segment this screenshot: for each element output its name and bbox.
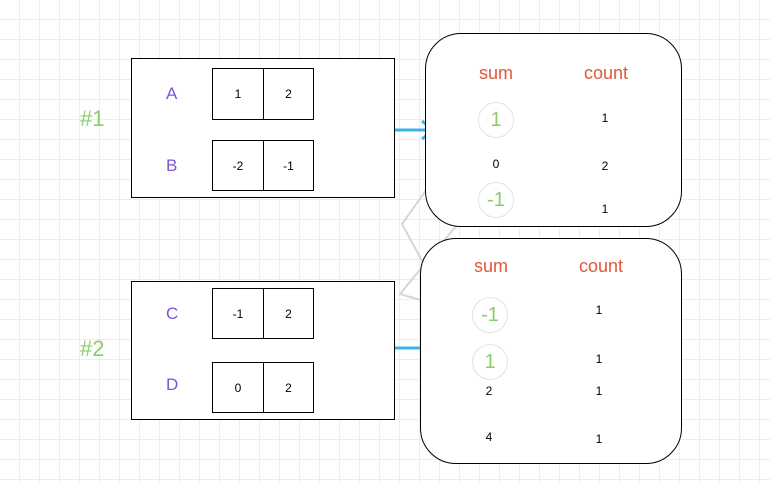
table-2-sum: 4 <box>485 430 493 444</box>
group-label-1: #1 <box>80 106 105 131</box>
group-label-2: #2 <box>80 336 105 361</box>
cell-c-2: 2 <box>263 288 314 339</box>
cell-d-2: 2 <box>263 362 314 413</box>
table-2-header-sum: sum <box>473 256 508 276</box>
cell-b-2: -1 <box>263 140 314 191</box>
table-1-count: 1 <box>601 111 609 125</box>
row-label-d: D <box>166 375 179 394</box>
result-table-1 <box>425 33 682 227</box>
result-table-2 <box>420 238 682 464</box>
table-2-count: 1 <box>595 352 603 366</box>
table-1-header-count: count <box>583 63 629 83</box>
table-1-count: 1 <box>601 202 609 216</box>
table-1-sum-circle: -1 <box>478 182 514 218</box>
table-1-sum-circle: 1 <box>478 102 514 138</box>
table-1-count: 2 <box>601 159 609 173</box>
table-2-count: 1 <box>595 303 603 317</box>
cell-a-1: 1 <box>212 68 264 120</box>
table-2-count: 1 <box>595 432 603 446</box>
row-label-c: C <box>166 304 179 323</box>
row-label-b: B <box>166 156 178 175</box>
cell-c-1: -1 <box>212 288 264 339</box>
cell-a-2: 2 <box>263 68 314 120</box>
cell-d-1: 0 <box>212 362 264 413</box>
table-2-header-count: count <box>578 256 624 276</box>
cell-b-1: -2 <box>212 140 264 191</box>
row-label-a: A <box>166 84 178 103</box>
table-2-sum: 2 <box>485 384 493 398</box>
table-2-sum-circle: -1 <box>472 297 508 333</box>
table-2-sum-circle: 1 <box>472 344 508 380</box>
table-1-header-sum: sum <box>478 63 513 83</box>
table-2-count: 1 <box>595 384 603 398</box>
table-1-sum: 0 <box>492 157 500 171</box>
